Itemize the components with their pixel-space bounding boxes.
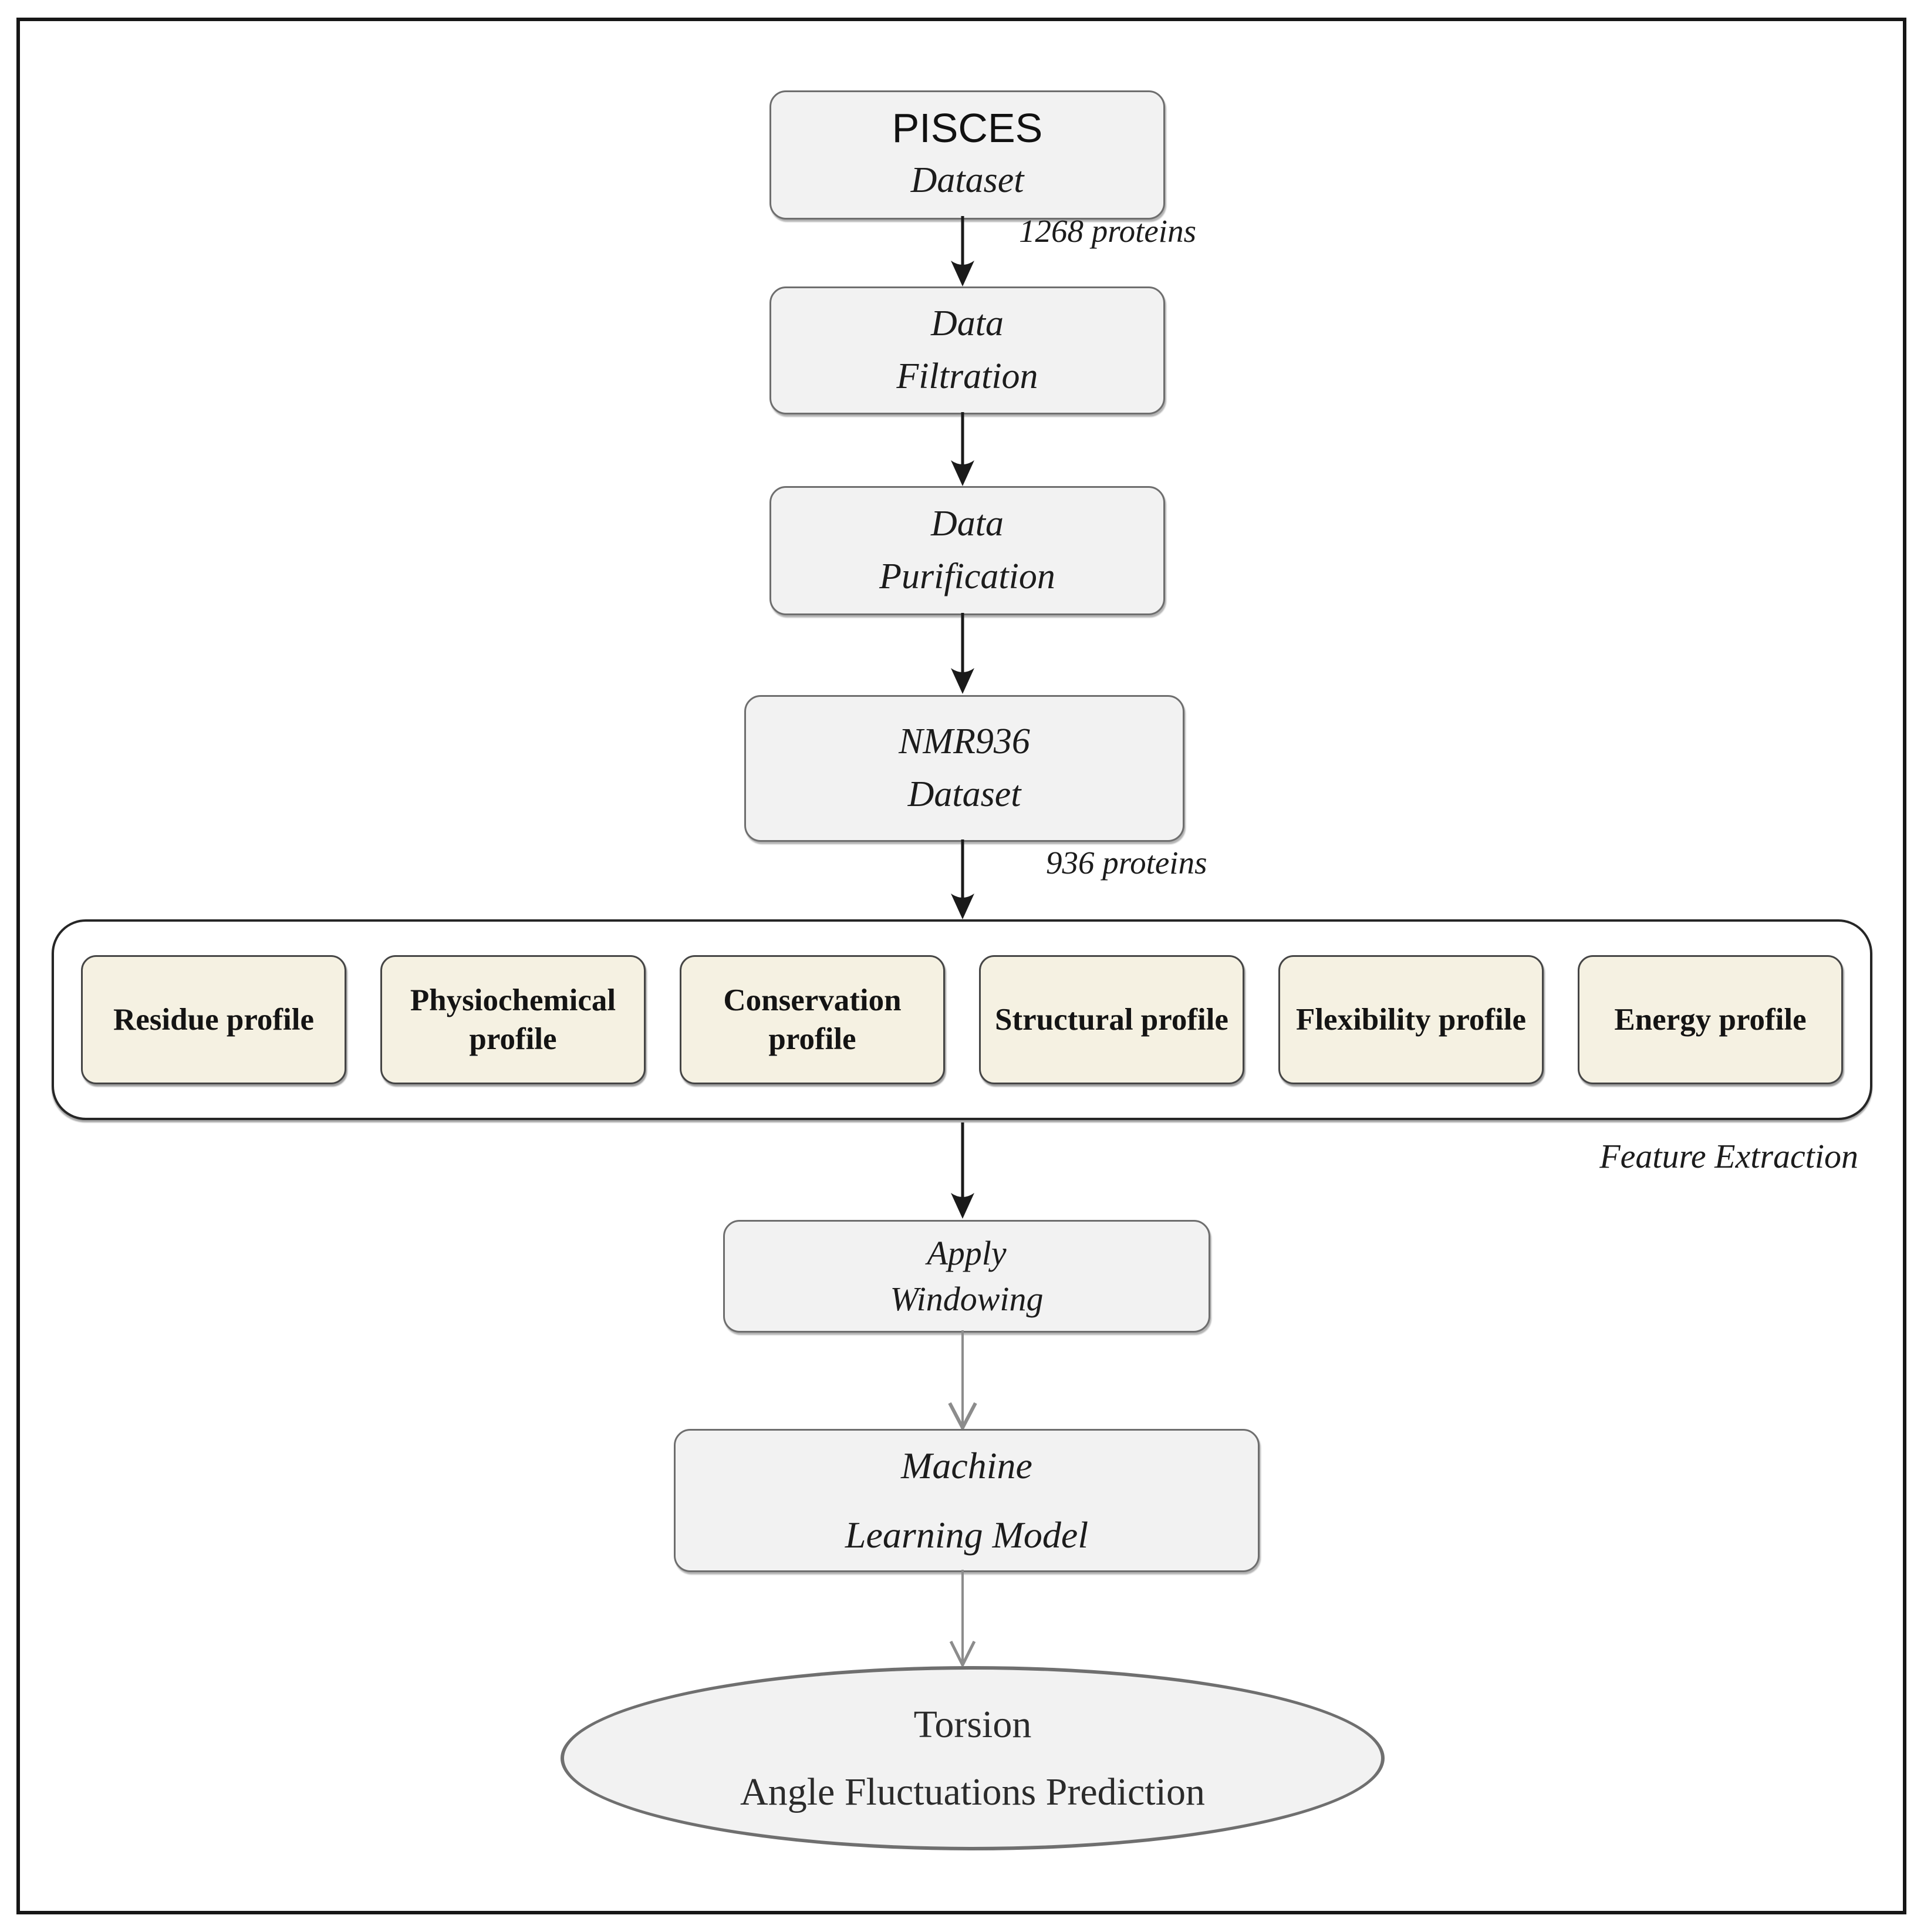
feature-box-flexibility-profile: Flexibility profile xyxy=(1278,955,1544,1084)
node-windowing-line1: Apply xyxy=(927,1233,1007,1272)
feature-box-residue-profile: Residue profile xyxy=(81,955,346,1084)
node-purification-line1: Data xyxy=(931,504,1004,544)
arrow-pisces-to-filtration xyxy=(951,216,974,286)
node-apply-windowing: Apply Windowing xyxy=(723,1220,1210,1333)
ellipse-line1: Torsion xyxy=(913,1702,1032,1746)
arrow-filtration-to-purification xyxy=(951,412,974,486)
node-machine-learning-model: Machine Learning Model xyxy=(674,1429,1260,1572)
feature-box-conservation-profile: Conservation profile xyxy=(680,955,945,1084)
node-data-filtration: Data Filtration xyxy=(769,286,1165,414)
arrow-windowing-to-ml xyxy=(948,1330,977,1429)
node-nmr936-line1: NMR936 xyxy=(899,721,1030,762)
node-filtration-line2: Filtration xyxy=(896,356,1038,396)
ellipse-line2: Angle Fluctuations Prediction xyxy=(740,1771,1205,1813)
node-filtration-line1: Data xyxy=(931,304,1004,344)
feature-box-energy-profile: Energy profile xyxy=(1578,955,1843,1084)
node-ml-line1: Machine xyxy=(901,1444,1032,1486)
node-windowing-line2: Windowing xyxy=(890,1280,1044,1318)
arrow-features-to-windowing xyxy=(951,1122,974,1219)
feature-extraction-container: Residue profile Physiochemical profile C… xyxy=(52,919,1872,1120)
feature-box-physiochemical-profile: Physiochemical profile xyxy=(380,955,646,1084)
node-pisces-dataset: PISCES Dataset xyxy=(769,90,1165,220)
arrow-nmr936-to-features xyxy=(951,839,974,919)
edge-label-936-proteins: 936 proteins xyxy=(1046,845,1207,881)
node-pisces-title: PISCES xyxy=(892,105,1043,151)
node-torsion-prediction-ellipse: Torsion Angle Fluctuations Prediction xyxy=(561,1666,1385,1850)
node-nmr936-dataset: NMR936 Dataset xyxy=(744,695,1184,842)
node-ml-line2: Learning Model xyxy=(845,1514,1089,1556)
feature-extraction-label: Feature Extraction xyxy=(1599,1137,1858,1175)
arrow-ml-to-prediction xyxy=(949,1570,976,1666)
edge-label-1268-proteins: 1268 proteins xyxy=(1019,213,1196,249)
node-data-purification: Data Purification xyxy=(769,486,1165,615)
arrow-purification-to-nmr936 xyxy=(951,613,974,694)
feature-box-structural-profile: Structural profile xyxy=(979,955,1244,1084)
node-pisces-subtitle: Dataset xyxy=(910,160,1024,200)
node-purification-line2: Purification xyxy=(879,557,1055,596)
node-nmr936-line2: Dataset xyxy=(907,774,1021,814)
